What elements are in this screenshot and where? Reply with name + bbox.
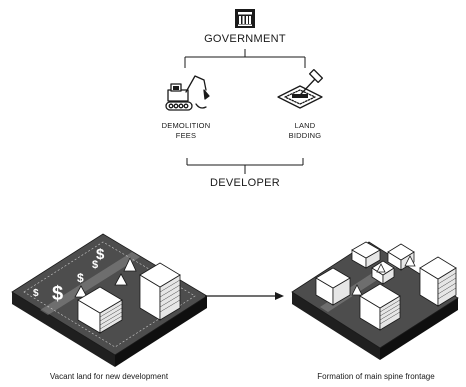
caption-main-spine-frontage: Formation of main spine frontage [317, 372, 435, 381]
arrow-right-icon [205, 292, 284, 300]
building [139, 262, 181, 321]
caption-vacant-land: Vacant land for new development [49, 372, 169, 381]
building [359, 283, 401, 331]
construction-cones [351, 255, 416, 296]
land-bidding-gavel-icon [277, 68, 324, 109]
government-label: GOVERNMENT [204, 33, 286, 45]
building [419, 256, 457, 307]
building [77, 286, 123, 334]
main-spine-frontage-block [291, 241, 459, 360]
building [387, 243, 415, 271]
dollar-sign-icon: $ $ $ $ $ [33, 246, 105, 305]
svg-text:$: $ [52, 283, 63, 305]
svg-text:$: $ [96, 246, 105, 263]
excavator-icon [165, 75, 210, 111]
developer-label: DEVELOPER [210, 177, 280, 189]
building [315, 267, 351, 306]
svg-text:$: $ [77, 271, 84, 285]
svg-text:$: $ [33, 288, 39, 299]
vacant-land-block: $ $ $ $ $ [11, 233, 208, 367]
demolition-fees-label-line1: DEMOLITION [161, 121, 211, 130]
building [351, 241, 381, 269]
construction-cones [74, 257, 137, 298]
demolition-fees-label-line2: FEES [175, 131, 197, 140]
land-bidding-label-line1: LAND [294, 121, 316, 130]
land-bidding-label-line2: BIDDING [288, 131, 322, 140]
government-building-icon [235, 9, 255, 28]
hierarchy-connectors [184, 49, 306, 174]
svg-text:$: $ [92, 259, 98, 271]
